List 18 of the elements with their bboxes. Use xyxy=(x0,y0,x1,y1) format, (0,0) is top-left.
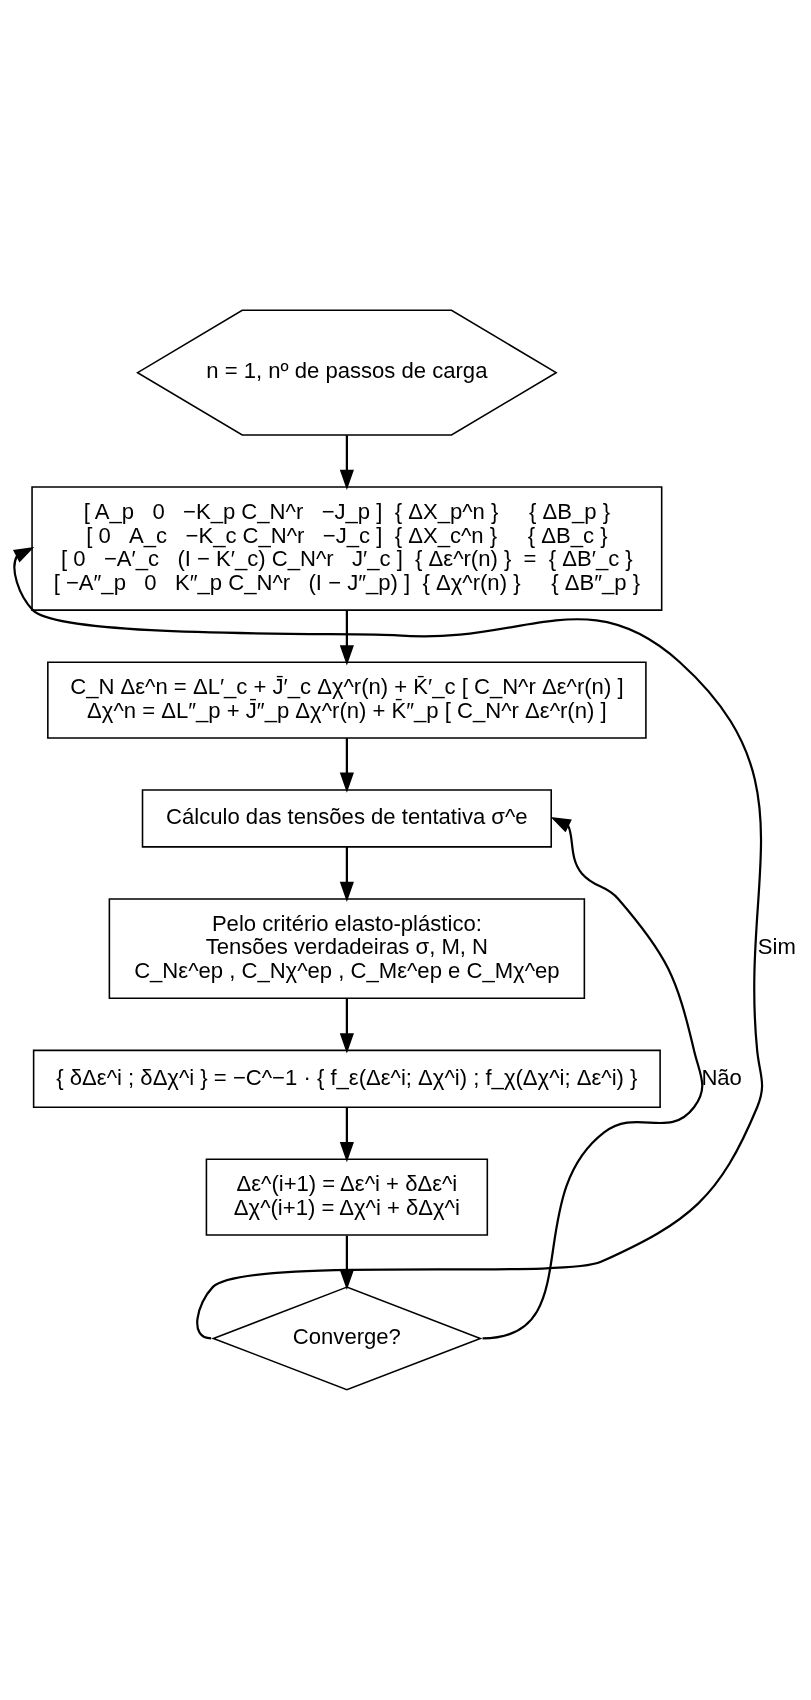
node-box: Cálculo das tensões de tentativa σ^e xyxy=(141,789,552,848)
node-box: C_N Δε^n = ΔL′_c + J̄′_c Δχ^r(n) + K̄′_c [ C_N^r Δε^r(n) ] Δχ^n = ΔL″_p + J̄″_p Δχ^r(n) + K̄″_p [ C_N^r Δε^r(n) ] xyxy=(47,661,647,739)
edge-label: Sim xyxy=(757,934,796,960)
arrow xyxy=(339,1107,354,1163)
arrow xyxy=(339,435,354,490)
arrow xyxy=(339,610,354,666)
node-diamond: Converge? xyxy=(211,1286,483,1391)
node-box: Δε^(i+1) = Δε^i + δΔε^i Δχ^(i+1) = Δχ^i + δΔχ^i xyxy=(205,1158,489,1236)
arrow xyxy=(339,738,354,793)
arrow xyxy=(339,1235,354,1291)
arrow xyxy=(339,846,354,902)
node-box: Pelo critério elasto-plástico: Tensões verdadeiras σ, M, N C_Nε^ep , C_Nχ^ep , C_Mε^ep e C_Mχ^ep xyxy=(108,898,586,1000)
arrow xyxy=(339,998,354,1054)
node-box: { δΔε^i ; δΔχ^i } = −C^−1 · { f_ε(Δε^i; Δχ^i) ; f_χ(Δχ^i; Δε^i) } xyxy=(32,1049,661,1108)
arrow xyxy=(13,547,763,1340)
node-box: [ A_p 0 −K_p C_N^r −J_p ] { ΔX_p^n } { ΔB_p } [ 0 A_c −K_c C_N^r −J_c ] { ΔX_c^n } { ΔB_c } [ 0 −A′_c (I − K′_c) C_N^r J′_c ] { Δε^r(n) } = { ΔB′_c } [ −A″_p 0 K″_p C_N^r (I − J″_p) ] { Δχ^r(n) } { ΔB″_p } xyxy=(31,486,663,611)
edge-label: Não xyxy=(701,1064,742,1090)
arrow xyxy=(482,816,704,1340)
